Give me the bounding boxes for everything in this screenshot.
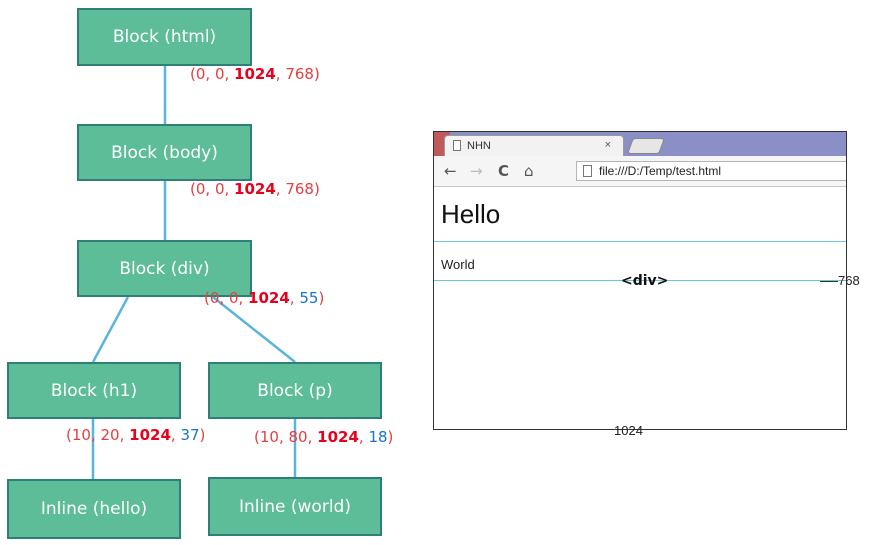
page-icon	[583, 165, 592, 177]
node-p: Block (p)	[208, 362, 382, 419]
node-div-label: Block (div)	[119, 258, 210, 279]
tab-title: NHN	[467, 140, 491, 152]
div-boundary-line	[434, 280, 846, 281]
address-bar[interactable]: file:///D:/Temp/test.html	[576, 161, 846, 181]
new-tab-button[interactable]	[627, 138, 665, 154]
node-hello-label: Inline (hello)	[40, 499, 148, 519]
node-h1-label: Block (h1)	[50, 380, 138, 401]
node-html-label: Block (html)	[112, 27, 217, 47]
node-body-label: Block (body)	[111, 142, 218, 163]
browser-window: NHN × ← → C ⌂ file:///D:/Temp/test.html …	[433, 131, 847, 430]
hello-heading: Hello	[441, 199, 501, 229]
coord-body: (0, 0, 1024, 768)	[190, 180, 320, 198]
coord-div: (0, 0, 1024, 55)	[204, 289, 325, 307]
coord-h1: (10, 20, 1024, 37)	[66, 426, 206, 444]
home-icon[interactable]: ⌂	[524, 162, 534, 180]
node-world-label: Inline (world)	[239, 496, 351, 517]
edge-div-p	[212, 296, 296, 363]
browser-toolbar: ← → C ⌂ file:///D:/Temp/test.html	[434, 156, 846, 187]
height-dimension-line	[820, 281, 838, 282]
back-arrow-icon[interactable]: ←	[444, 162, 457, 180]
height-dimension-label: 768	[838, 273, 860, 288]
coord-html: (0, 0, 1024, 768)	[190, 65, 320, 83]
browser-tab[interactable]: NHN ×	[444, 135, 624, 156]
node-body: Block (body)	[77, 124, 252, 181]
forward-arrow-icon[interactable]: →	[470, 162, 483, 180]
document-icon	[453, 140, 461, 151]
close-icon[interactable]: ×	[604, 139, 611, 151]
address-url: file:///D:/Temp/test.html	[599, 164, 722, 178]
div-label: <div>	[621, 273, 669, 289]
world-paragraph: World	[441, 257, 475, 272]
reload-icon[interactable]: C	[498, 162, 510, 180]
edge-div-h1	[91, 296, 130, 363]
page-viewport: Hello World <div>	[434, 187, 846, 429]
width-dimension-label: 1024	[614, 423, 643, 438]
node-div: Block (div)	[77, 240, 252, 297]
node-p-label: Block (p)	[257, 380, 333, 401]
tab-strip: NHN ×	[434, 132, 846, 156]
node-hello: Inline (hello)	[7, 479, 181, 539]
node-h1: Block (h1)	[7, 362, 181, 419]
h1-boundary-line	[434, 241, 846, 242]
node-world: Inline (world)	[208, 477, 382, 536]
coord-p: (10, 80, 1024, 18)	[254, 428, 394, 446]
node-html: Block (html)	[77, 8, 252, 66]
